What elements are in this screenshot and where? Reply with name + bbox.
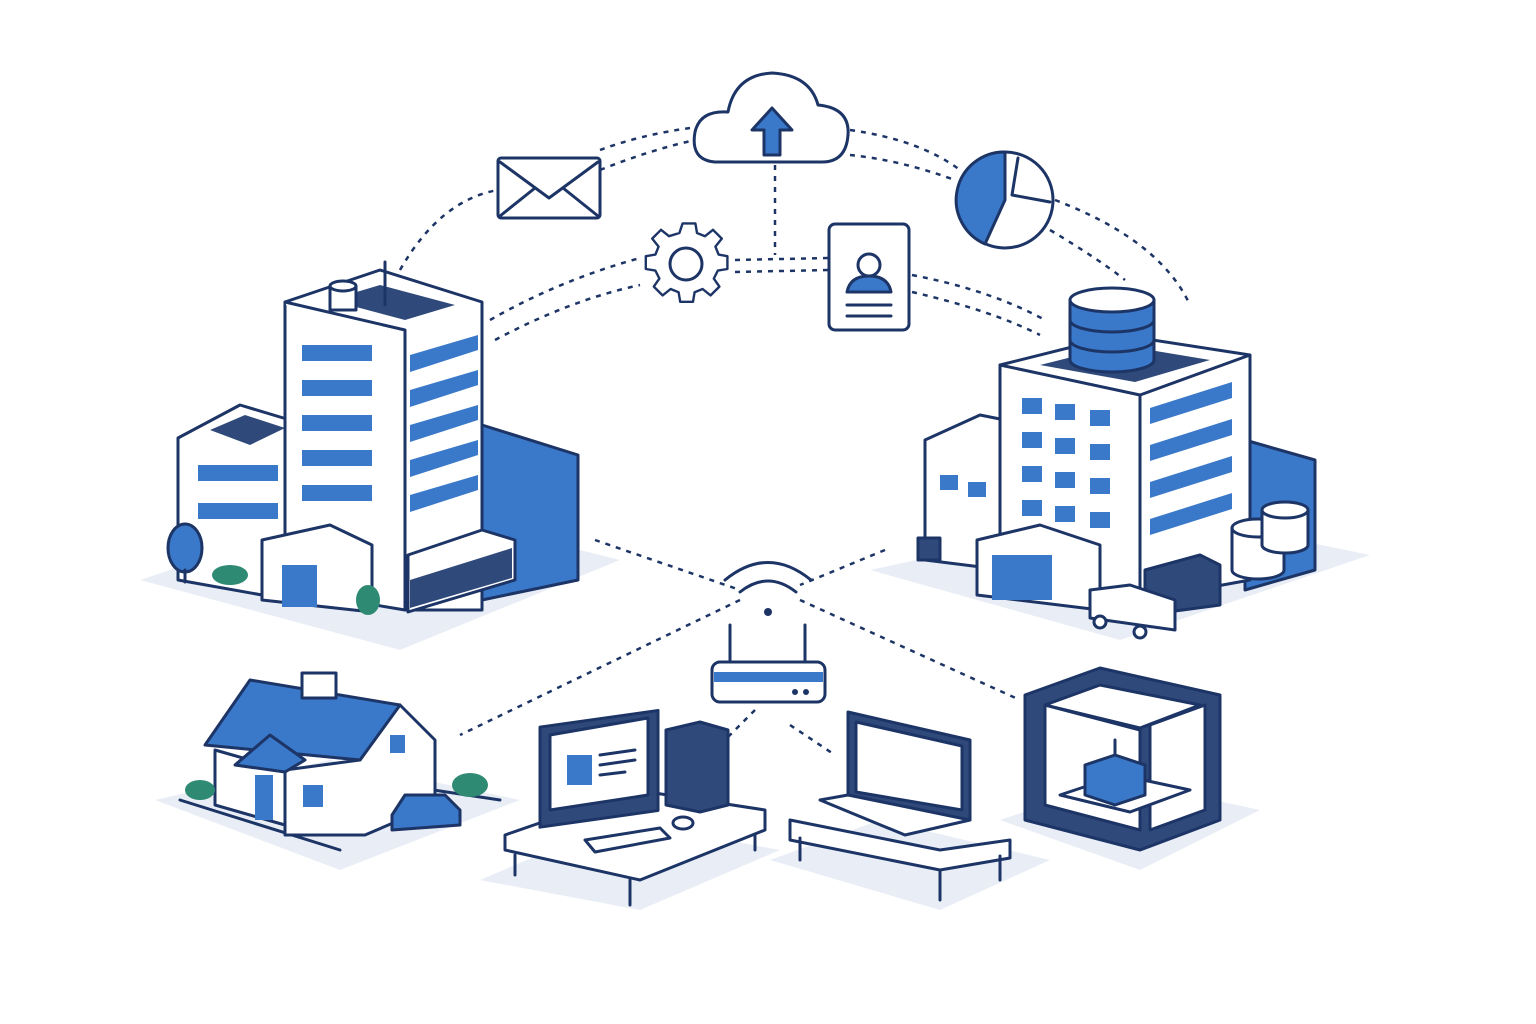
laptop-workstation <box>770 710 1050 910</box>
pie-chart-icon <box>954 150 1055 250</box>
link-card-facility <box>911 273 1046 322</box>
link-envelope-cloud <box>599 138 696 172</box>
link-card-facility-2 <box>911 290 1041 337</box>
link-office-gear-2 <box>494 283 641 342</box>
link-office-envelope <box>398 188 499 271</box>
connection-lines <box>398 126 1192 757</box>
3d-printer <box>1000 666 1260 870</box>
delivery-truck <box>1088 553 1222 640</box>
link-router-laptop <box>789 723 836 757</box>
contact-card-icon <box>827 222 911 332</box>
car-icon <box>390 793 462 832</box>
rooftop-tank <box>328 279 358 312</box>
link-router-printer <box>799 598 1021 702</box>
office-building <box>140 260 620 650</box>
link-router-house <box>459 598 741 737</box>
facility-windows <box>940 382 1232 535</box>
bush-icon <box>212 565 248 585</box>
link-gear-card <box>734 256 829 262</box>
link-router-desktop <box>724 709 756 741</box>
link-gear-card-2 <box>734 268 829 274</box>
laptop-keyboard <box>818 793 972 837</box>
industrial-facility <box>870 286 1370 640</box>
link-office-gear <box>489 256 641 322</box>
office-windows <box>302 335 478 512</box>
keyboard-icon <box>583 826 672 854</box>
database-icon <box>1068 286 1156 374</box>
wifi-router-icon <box>710 561 827 704</box>
desktop-workstation <box>480 709 780 910</box>
mouse-icon <box>671 815 695 831</box>
chimney <box>300 671 338 700</box>
link-office-router <box>594 538 741 592</box>
link-cloud-pie-2 <box>849 153 956 182</box>
link-facility-router <box>799 548 886 587</box>
link-cloud-pie <box>849 128 961 172</box>
link-pie-facility <box>1054 198 1192 306</box>
tree-icon <box>166 522 204 574</box>
pc-tower <box>664 720 730 814</box>
storage-tanks <box>1230 500 1310 581</box>
gear-icon <box>644 222 729 304</box>
cloud-upload-icon <box>692 71 850 164</box>
link-pie-facility-2 <box>1049 228 1126 281</box>
printed-object <box>1083 753 1147 807</box>
link-envelope-cloud-2 <box>599 126 691 152</box>
envelope-icon <box>496 156 602 220</box>
house <box>155 671 520 870</box>
